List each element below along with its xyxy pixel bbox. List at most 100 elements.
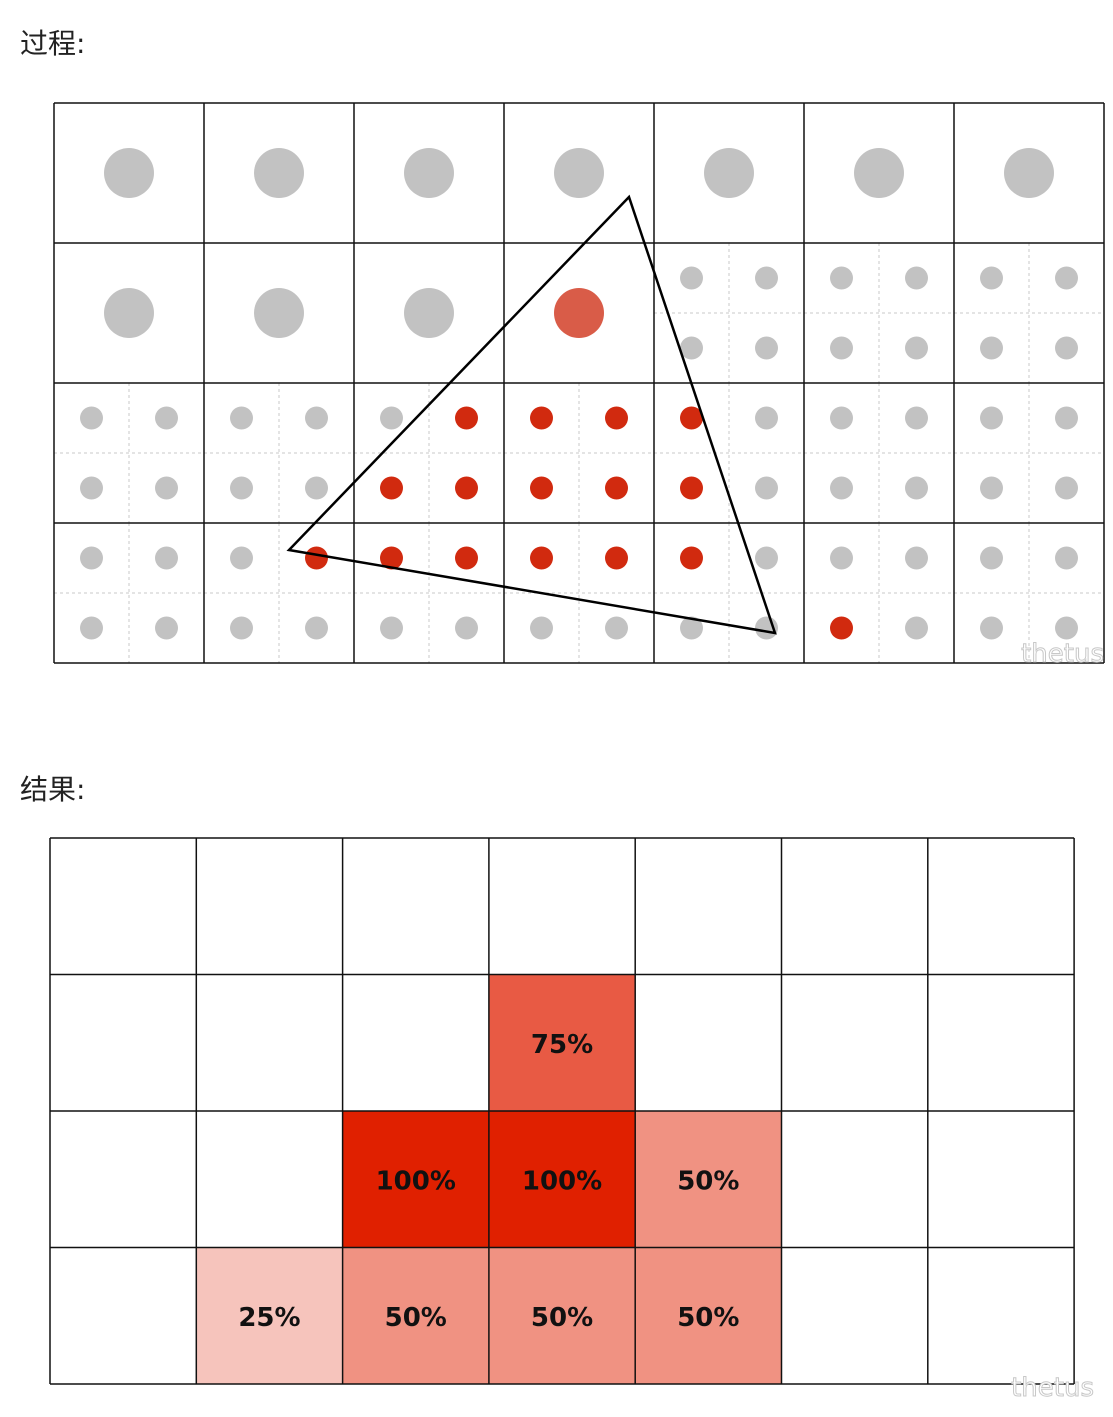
subsample-point (80, 616, 103, 640)
subsample-point (905, 336, 928, 360)
subsample-point (305, 476, 328, 500)
coverage-label: 50% (677, 1303, 739, 1333)
coverage-label: 25% (238, 1303, 300, 1333)
subsample-point (305, 616, 328, 640)
covered-subsample-point (455, 476, 478, 500)
subsample-point (830, 546, 853, 570)
triangle-outline (286, 194, 777, 635)
subsample-point (80, 546, 103, 570)
watermark: thetus (1011, 1373, 1094, 1403)
subsample-point (905, 406, 928, 430)
sample-point (404, 148, 454, 198)
subsample-point (1055, 546, 1078, 570)
covered-subsample-point (605, 476, 628, 500)
subsample-point (155, 406, 178, 430)
subsample-point (905, 476, 928, 500)
subsample-point (980, 616, 1003, 640)
coverage-label: 50% (677, 1166, 739, 1196)
sample-point (854, 148, 904, 198)
subsample-point (155, 476, 178, 500)
subsample-point (1055, 476, 1078, 500)
subsample-point (680, 336, 703, 360)
subsample-point (980, 336, 1003, 360)
subsample-point (680, 616, 703, 640)
subsample-point (380, 616, 403, 640)
subsample-point (155, 616, 178, 640)
subsample-point (755, 406, 778, 430)
sample-point (254, 148, 304, 198)
coverage-cell (196, 1247, 343, 1384)
coverage-label: 100% (522, 1166, 602, 1196)
subsample-point (680, 266, 703, 290)
covered-subsample-point (305, 546, 328, 570)
subsample-point (230, 546, 253, 570)
sample-point (404, 288, 454, 338)
subsample-point (80, 406, 103, 430)
result-grid: 75% 100% 100% 50% 25% 50% 50% 50% thetus (49, 837, 1095, 1404)
coverage-cell (635, 1111, 782, 1248)
subsample-point (830, 406, 853, 430)
covered-subsample-point (530, 476, 553, 500)
subsample-point (230, 616, 253, 640)
subsample-point (380, 406, 403, 430)
covered-subsample-point (530, 546, 553, 570)
subsample-point (980, 546, 1003, 570)
subsample-point (905, 266, 928, 290)
subsample-point (830, 476, 853, 500)
subsample-point (830, 336, 853, 360)
subsample-point (305, 406, 328, 430)
covered-subsample-point (455, 546, 478, 570)
process-grid: thetus (53, 102, 1105, 670)
subsample-point (980, 476, 1003, 500)
coverage-cell (488, 974, 636, 1111)
covered-sample-point (554, 288, 604, 338)
sample-point (704, 148, 754, 198)
subsample-point (755, 266, 778, 290)
coverage-label: 100% (376, 1166, 456, 1196)
covered-subsample-point (380, 546, 403, 570)
subsample-point (1055, 406, 1078, 430)
subsample-point (455, 616, 478, 640)
subsample-point (905, 546, 928, 570)
sample-point (254, 288, 304, 338)
watermark: thetus (1021, 639, 1104, 669)
coverage-label: 75% (531, 1030, 593, 1060)
coverage-label: 50% (531, 1303, 593, 1333)
sample-point (1004, 148, 1054, 198)
subsample-point (1055, 266, 1078, 290)
process-heading: 过程: (20, 27, 86, 60)
covered-subsample-point (830, 616, 853, 640)
coverage-cell (342, 1247, 489, 1384)
coverage-label: 50% (385, 1303, 447, 1333)
coverage-cell (342, 1111, 489, 1248)
subsample-point (755, 336, 778, 360)
subsample-point (830, 266, 853, 290)
coverage-cell (635, 1247, 782, 1384)
sample-point (104, 288, 154, 338)
subsample-point (230, 476, 253, 500)
subsample-point (755, 476, 778, 500)
subsample-point (755, 546, 778, 570)
covered-subsample-point (530, 406, 553, 430)
subsample-point (230, 406, 253, 430)
covered-subsample-point (680, 476, 703, 500)
subsample-point (980, 266, 1003, 290)
result-heading: 结果: (20, 773, 86, 806)
coverage-cell (488, 1111, 636, 1248)
subsample-point (80, 476, 103, 500)
subsample-point (155, 546, 178, 570)
subsample-point (980, 406, 1003, 430)
subsample-point (605, 616, 628, 640)
sample-point (554, 148, 604, 198)
subsample-point (905, 616, 928, 640)
covered-subsample-point (605, 406, 628, 430)
covered-subsample-point (680, 546, 703, 570)
coverage-cell (488, 1247, 636, 1384)
subsample-point (1055, 336, 1078, 360)
covered-subsample-point (680, 406, 703, 430)
subsample-point (1055, 616, 1078, 640)
sample-point (104, 148, 154, 198)
subsample-point (530, 616, 553, 640)
covered-subsample-point (455, 406, 478, 430)
